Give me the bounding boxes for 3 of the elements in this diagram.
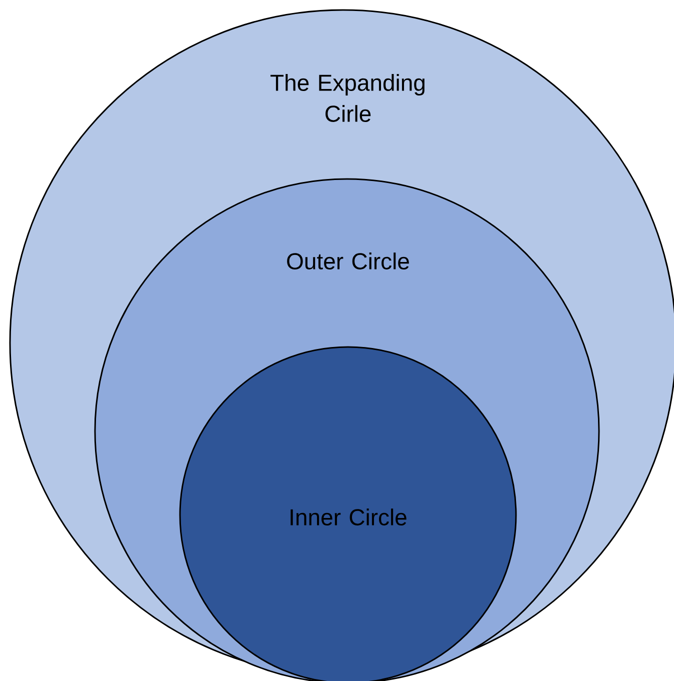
- circle-label: Outer Circle: [287, 252, 409, 270]
- circle-label: The Expanding Cirle: [270, 74, 424, 122]
- circle-label: Inner Circle: [290, 508, 406, 526]
